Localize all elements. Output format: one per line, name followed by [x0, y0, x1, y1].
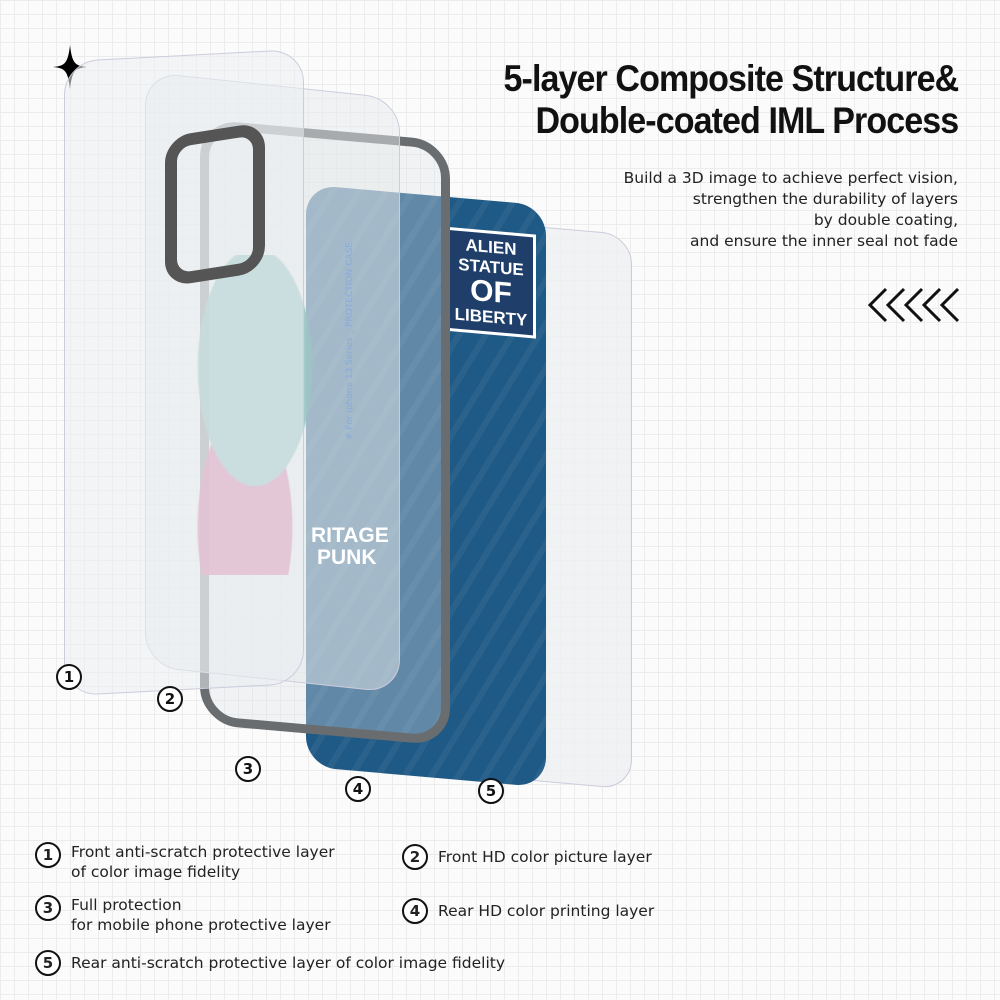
legend-item: 2 Front HD color picture layer	[402, 844, 652, 870]
chevrons-left-icon	[868, 287, 960, 323]
punk-line: PUNK	[317, 546, 377, 569]
subtitle-line: by double coating,	[813, 211, 958, 229]
camera-ring	[165, 121, 265, 288]
page-title: 5-layer Composite Structure& Double-coat…	[503, 58, 959, 142]
legend-item: 4 Rear HD color printing layer	[402, 898, 654, 924]
layer-1-front-film	[64, 48, 304, 697]
title-line-2: Double-coated IML Process	[535, 100, 959, 141]
legend-number: 5	[35, 950, 61, 976]
case-text: # For iphone 13 Series _ PROTECTION CASE	[345, 242, 355, 440]
legend-item: 1 Front anti-scratch protective layer of …	[35, 842, 335, 882]
legend-text: for mobile phone protective layer	[71, 916, 331, 934]
legend-item: 3 Full protection for mobile phone protec…	[35, 895, 331, 935]
legend-item: 5 Rear anti-scratch protective layer of …	[35, 950, 505, 976]
alien-statue-badge: ALIEN STATUE OF LIBERTY	[446, 226, 536, 339]
legend-text: Front HD color picture layer	[438, 848, 652, 866]
subtitle-line: and ensure the inner seal not fade	[690, 232, 958, 250]
layer-number: 1	[56, 664, 82, 690]
legend-number: 4	[402, 898, 428, 924]
subtitle-line: Build a 3D image to achieve perfect visi…	[623, 169, 958, 187]
sparkle-icon	[53, 45, 87, 89]
layer-number: 5	[478, 778, 504, 804]
legend-text: Rear anti-scratch protective layer of co…	[71, 954, 506, 972]
title-line-1: 5-layer Composite Structure&	[503, 58, 959, 99]
legend-text: Front anti-scratch protective layer	[71, 843, 335, 861]
layer-number: 3	[235, 756, 261, 782]
legend-text: Full protection	[71, 896, 182, 914]
legend-number: 1	[35, 842, 61, 868]
heritage-punk-text: RITAGE PUNK	[311, 525, 389, 569]
layer-number: 2	[157, 686, 183, 712]
subtitle-line: strengthen the durability of layers	[692, 190, 958, 208]
legend-text: of color image fidelity	[71, 863, 241, 881]
punk-line: RITAGE	[311, 524, 389, 547]
legend-number: 3	[35, 895, 61, 921]
layer-number: 4	[345, 776, 371, 802]
subtitle: Build a 3D image to achieve perfect visi…	[624, 168, 958, 252]
legend-number: 2	[402, 844, 428, 870]
legend-text: Rear HD color printing layer	[438, 902, 655, 920]
